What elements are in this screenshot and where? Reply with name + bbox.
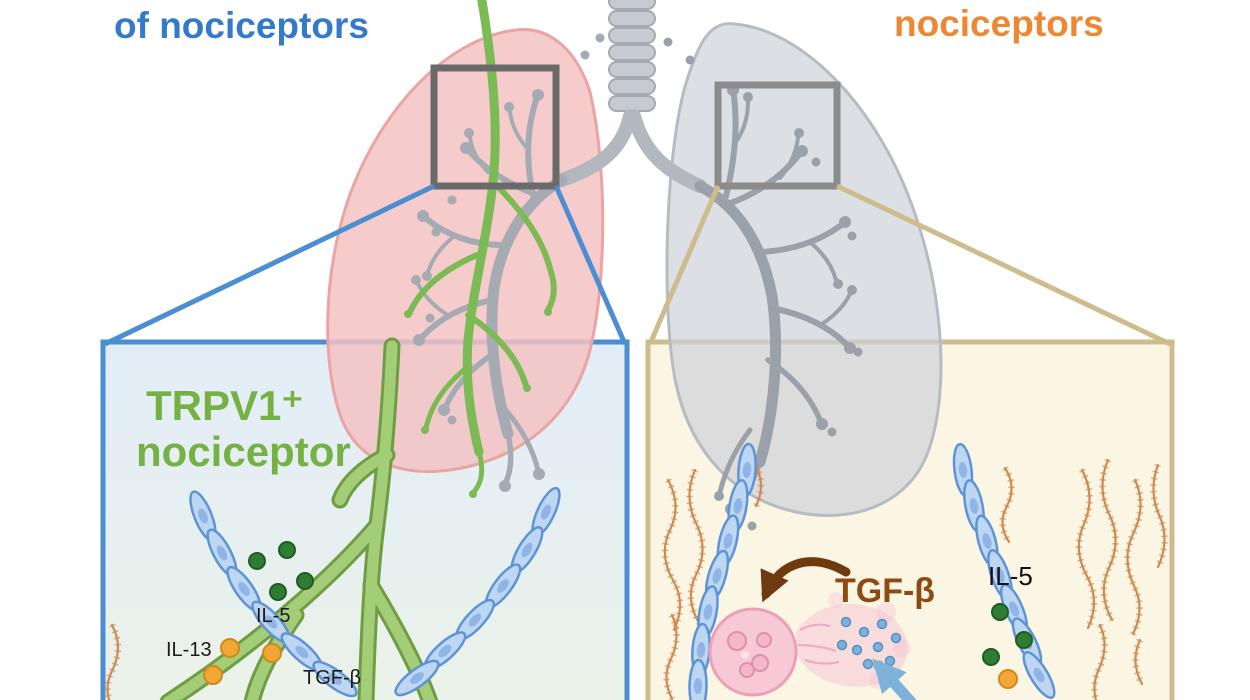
remodeled-epithelium-right	[952, 442, 1056, 699]
left-panel-title-line1: TRPV1⁺	[146, 382, 304, 429]
zoom-box-left	[430, 64, 560, 190]
lungs-illustration	[326, 0, 943, 531]
il13-dot-right	[998, 669, 1018, 689]
il13-dots-left	[203, 638, 282, 685]
label-tgfb-left: TGF-β	[303, 667, 361, 689]
release-arrow	[872, 658, 917, 700]
collagen-fiber-left-panel	[104, 623, 122, 700]
tgfb-arrow	[760, 557, 851, 603]
trachea	[555, 0, 707, 193]
label-il5-right: IL-5	[988, 561, 1033, 591]
airway-epithelium-right	[394, 486, 561, 697]
left-panel-content: IL-5 IL-13 TGF-β TRPV1⁺ nociceptor	[104, 337, 561, 700]
label-tgfb-right: TGF-β	[835, 572, 935, 610]
zoom-box-right	[714, 81, 841, 190]
green-nociceptor-nerve	[404, 0, 557, 498]
remodeled-epithelium-left	[688, 442, 757, 700]
airway-epithelium-left	[189, 490, 358, 698]
label-il5-left: IL-5	[256, 605, 290, 627]
bronchial-tree-left	[411, 33, 605, 492]
caption-right: nociceptors	[894, 3, 1104, 44]
label-il13: IL-13	[166, 639, 212, 661]
connector-right	[647, 183, 1172, 347]
left-panel-title-line2: nociceptor	[136, 428, 351, 475]
zoomed-nociceptor-nerve	[159, 337, 439, 700]
mast-cell	[708, 607, 798, 697]
il5-dots-right	[982, 603, 1033, 666]
il5-dots-left	[248, 541, 314, 601]
collagen-fibers-right-panel	[661, 458, 1168, 700]
right-panel-content: TGF-β IL-5	[661, 442, 1168, 700]
connector-left	[103, 183, 628, 347]
caption-left: of nociceptors	[114, 5, 369, 46]
